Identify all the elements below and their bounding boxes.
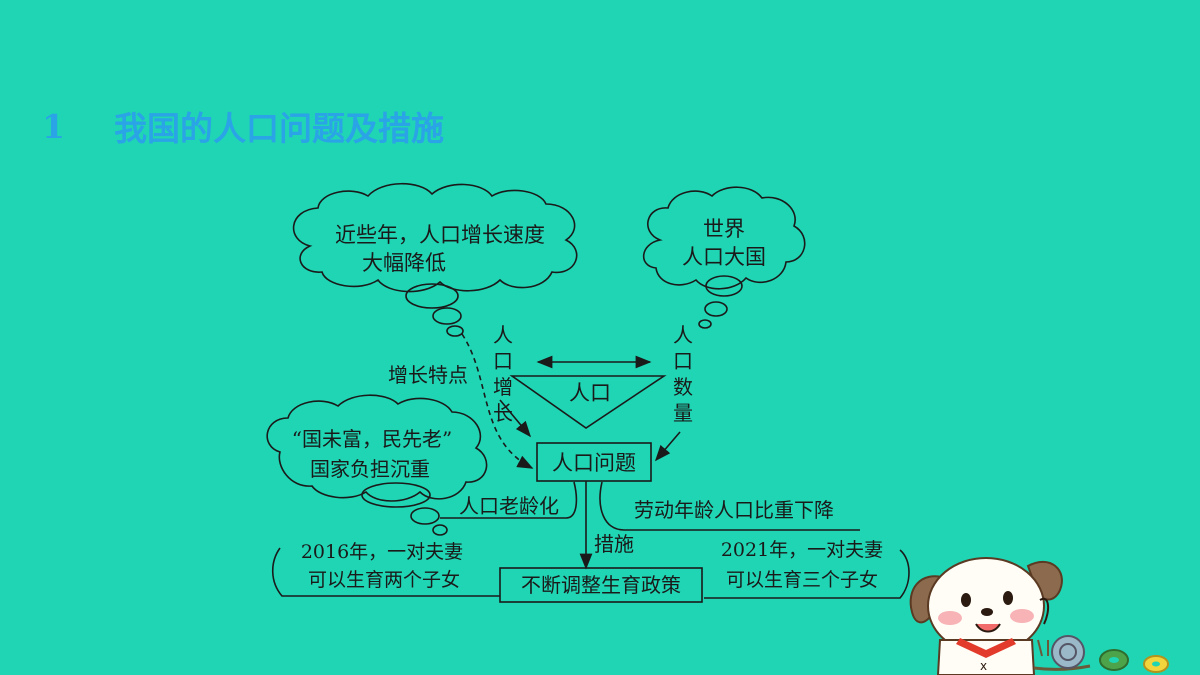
cloud-top-right-shape — [642, 186, 806, 290]
cloud-top-right-bubble-3 — [698, 319, 712, 329]
cloud-mid-left-line-1: “国未富，民先老” — [292, 427, 452, 451]
cloud-top-left-shape — [292, 183, 578, 293]
policy-box-label: 不断调整生育政策 — [521, 573, 681, 597]
label-labor-decline: 劳动年龄人口比重下降 — [634, 498, 834, 522]
cloud-top-left-line-2: 大幅降低 — [362, 251, 446, 275]
note-2021-line-2: 可以生育三个子女 — [726, 569, 878, 591]
arrow-size-to-problem — [654, 431, 681, 462]
brace-2016 — [271, 547, 500, 597]
cloud-mid-left-line-2: 国家负担沉重 — [310, 457, 430, 481]
label-growth-feature: 增长特点 — [388, 363, 468, 387]
snail-icon — [1033, 635, 1091, 671]
label-growth-char-1: 人 — [493, 323, 513, 347]
note-2016-line-2: 可以生育两个子女 — [308, 569, 460, 591]
cloud-top-left-line-1: 近些年，人口增长速度 — [335, 223, 545, 247]
triangle-outline — [509, 375, 667, 429]
label-size-char-2: 口 — [673, 349, 693, 373]
policy-box-outline — [499, 567, 703, 603]
puppy-mascot-icon: x — [909, 557, 1169, 675]
label-measures: 措施 — [594, 532, 634, 556]
note-2016-line-1: 2016年，一对夫妻 — [301, 541, 463, 563]
cloud-mid-left-shape — [266, 394, 488, 502]
problem-box-outline — [536, 442, 652, 482]
cloud-mid-left-bubble-2 — [410, 507, 440, 525]
problem-box-label: 人口问题 — [552, 451, 636, 475]
donut-icon — [1099, 649, 1169, 673]
label-size-char-4: 量 — [673, 401, 693, 425]
label-growth-char-2: 口 — [493, 349, 513, 373]
heading-title: 我国的人口问题及措施 — [114, 109, 444, 148]
label-size-char-1: 人 — [673, 323, 693, 347]
label-size-char-3: 数 — [673, 375, 693, 399]
label-growth-char-3: 增 — [493, 375, 513, 399]
svg-text:x: x — [980, 659, 987, 673]
brace-2021 — [704, 549, 910, 599]
page-heading: 1 我国的人口问题及措施 — [42, 98, 444, 154]
dashed-arrow-feature — [461, 333, 534, 469]
cloud-mid-left-bubble-3 — [432, 524, 448, 536]
cloud-mid-left-bubble-1 — [361, 482, 431, 508]
bracket-labor — [599, 481, 860, 531]
cloud-top-right-line-2: 人口大国 — [682, 245, 766, 269]
cloud-top-left-bubble-3 — [446, 325, 464, 337]
label-aging: 人口老龄化 — [459, 494, 559, 518]
cloud-top-right-line-1: 世界 — [703, 217, 745, 241]
heading-number: 1 — [42, 106, 65, 146]
cloud-top-right-bubble-2 — [704, 301, 728, 317]
triangle-label: 人口 — [569, 381, 611, 405]
label-growth-char-4: 长 — [493, 401, 513, 425]
bracket-aging — [440, 481, 578, 519]
cloud-top-left-bubble-2 — [432, 307, 462, 325]
note-2021-line-1: 2021年，一对夫妻 — [721, 539, 883, 561]
cloud-top-right-bubble-1 — [705, 275, 743, 297]
arrow-growth-to-problem — [499, 399, 532, 438]
cloud-top-left-bubble-1 — [405, 283, 459, 309]
